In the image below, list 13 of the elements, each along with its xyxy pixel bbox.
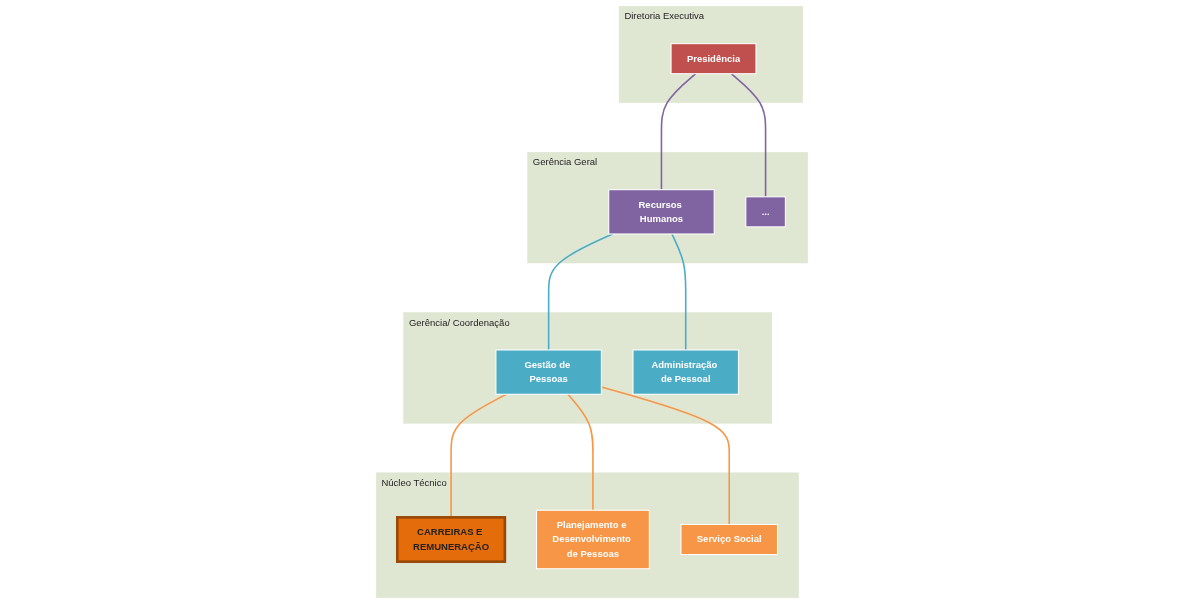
connector (547, 233, 614, 351)
node-box: Serviço Social (680, 523, 779, 556)
node-box: Planejamento e Desenvolvimento de Pessoas (535, 509, 650, 570)
node-box: Gestão de Pessoas (495, 349, 602, 395)
connector (730, 72, 767, 198)
connector (671, 233, 687, 351)
node-box: ... (745, 196, 786, 228)
node-box: Presidência (670, 43, 757, 75)
node-box: CARREIRAS E REMUNERAÇÃO (396, 516, 507, 563)
connector (567, 393, 594, 512)
node-box: Recursos Humanos (608, 189, 715, 235)
node-box: Administração de Pessoal (632, 349, 739, 395)
connector (660, 72, 697, 191)
